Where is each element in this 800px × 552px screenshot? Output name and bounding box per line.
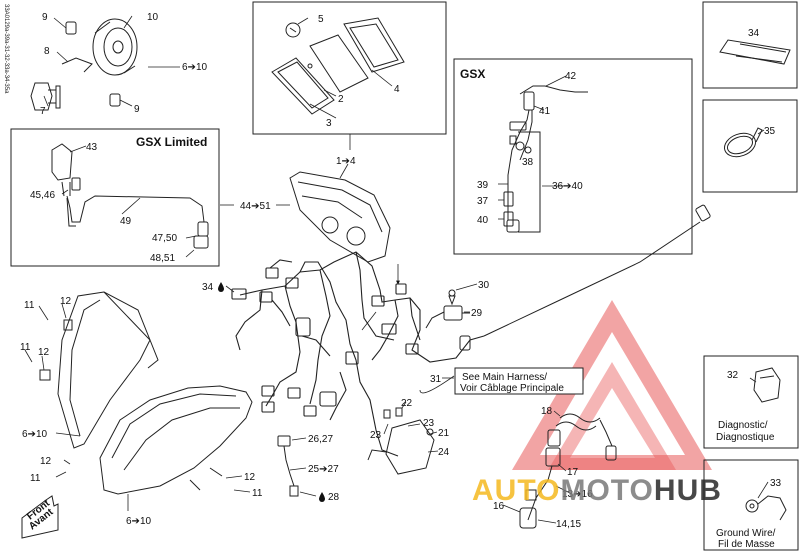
label-7: 7 (40, 106, 46, 117)
label-36-40: 36➔40 (552, 181, 583, 192)
part34-box (702, 1, 798, 89)
label-25-27: 25➔27 (308, 464, 339, 475)
label-45-46: 45,46 (30, 190, 55, 201)
label-13-16: 13➔16 (562, 489, 593, 500)
label-18: 18 (541, 406, 553, 417)
gsx-title: GSX (460, 67, 485, 81)
label-11-b: 11 (20, 342, 31, 353)
long-lead-wire (459, 204, 711, 351)
label-44-51: 44➔51 (240, 201, 271, 212)
gsx-limited-box (10, 128, 220, 267)
relay-module (367, 407, 435, 475)
dielectric-grease-tube (719, 39, 791, 65)
cable-tie (724, 127, 763, 158)
front-direction-arrow (21, 495, 59, 539)
temperature-sensor (277, 435, 299, 497)
grease-drop-icon (218, 282, 224, 292)
diagnostic-line1: Diagnostic/ (718, 420, 768, 431)
diagnostic-line2: Diagnostique (716, 432, 775, 443)
label-22: 22 (401, 398, 413, 409)
gauge-box (252, 1, 447, 135)
instrument-cluster (289, 171, 391, 263)
label-21: 21 (438, 428, 450, 439)
label-33: 33 (770, 478, 782, 489)
label-35: 35 (764, 126, 776, 137)
leader-lines (24, 15, 769, 524)
label-6-10-bottom: 6➔10 (126, 516, 152, 527)
label-10: 10 (147, 12, 159, 23)
label-12-c: 12 (40, 456, 52, 467)
label-9-top: 9 (42, 12, 48, 23)
label-14-15: 14,15 (556, 519, 581, 530)
label-11-d: 11 (252, 488, 263, 499)
main-harness-line2: Voir Câblage Principale (460, 383, 564, 394)
grease-drop-icon-2 (319, 492, 325, 502)
label-6-10-left: 6➔10 (22, 429, 48, 440)
label-4: 4 (394, 84, 400, 95)
label-17: 17 (567, 467, 579, 478)
label-1-4: 1➔4 (336, 156, 356, 167)
main-harness-line1: See Main Harness/ (462, 372, 547, 383)
main-wiring-harness (231, 251, 485, 457)
label-42: 42 (565, 71, 577, 82)
ground-line1: Ground Wire/ (716, 528, 776, 539)
label-23-left: 23 (370, 430, 382, 441)
label-28: 28 (328, 492, 340, 503)
gsx-box (453, 58, 693, 255)
label-34-harness: 34 (202, 282, 214, 293)
watermark-logo (512, 300, 712, 470)
diagnostic-box (703, 355, 799, 449)
label-3: 3 (326, 118, 332, 129)
label-11-c: 11 (30, 473, 41, 484)
label-37: 37 (477, 196, 489, 207)
ground-line2: Fil de Masse (718, 539, 775, 550)
part-labels: 9 10 8 7 9 6➔10 5 2 3 4 1➔4 42 41 38 39 … (20, 12, 782, 530)
part35-box (702, 99, 798, 193)
watermark-text: AUTOMOTOHUB (472, 474, 722, 507)
gsx-sensor-harness (503, 85, 588, 233)
label-34-box: 34 (748, 28, 760, 39)
label-26-27: 26,27 (308, 434, 333, 445)
label-5: 5 (318, 14, 324, 25)
label-31: 31 (430, 374, 442, 385)
label-16: 16 (493, 501, 505, 512)
label-23-right: 23 (423, 418, 435, 429)
right-headlight (99, 385, 253, 495)
label-6-10-top: 6➔10 (182, 62, 208, 73)
label-32: 32 (727, 370, 739, 381)
label-41: 41 (539, 106, 551, 117)
label-12-b: 12 (38, 347, 50, 358)
label-2: 2 (338, 94, 344, 105)
diagnostic-connector (753, 367, 781, 403)
gauge-assembly (271, 17, 405, 115)
main-harness-callout (454, 367, 584, 395)
switch-part-29-30 (425, 289, 470, 329)
coil-lead-assembly (519, 413, 617, 529)
label-38: 38 (522, 157, 534, 168)
label-9-bottom: 9 (134, 104, 140, 115)
ground-box (703, 459, 799, 551)
gsx-limited-title: GSX Limited (136, 135, 207, 149)
left-headlight (39, 291, 159, 449)
label-39: 39 (477, 180, 489, 191)
label-47-50: 47,50 (152, 233, 177, 244)
label-24: 24 (438, 447, 450, 458)
gsx-limited-harness (51, 143, 209, 249)
label-12-d: 12 (244, 472, 256, 483)
label-40: 40 (477, 215, 489, 226)
headlight-bulb-assembly (30, 18, 138, 111)
label-29: 29 (471, 308, 483, 319)
label-12-a: 12 (60, 296, 72, 307)
label-48-51: 48,51 (150, 253, 175, 264)
label-30: 30 (478, 280, 490, 291)
label-8: 8 (44, 46, 50, 57)
label-43: 43 (86, 142, 98, 153)
label-11-a: 11 (24, 300, 35, 311)
label-49: 49 (120, 216, 132, 227)
ground-wire (745, 495, 787, 521)
